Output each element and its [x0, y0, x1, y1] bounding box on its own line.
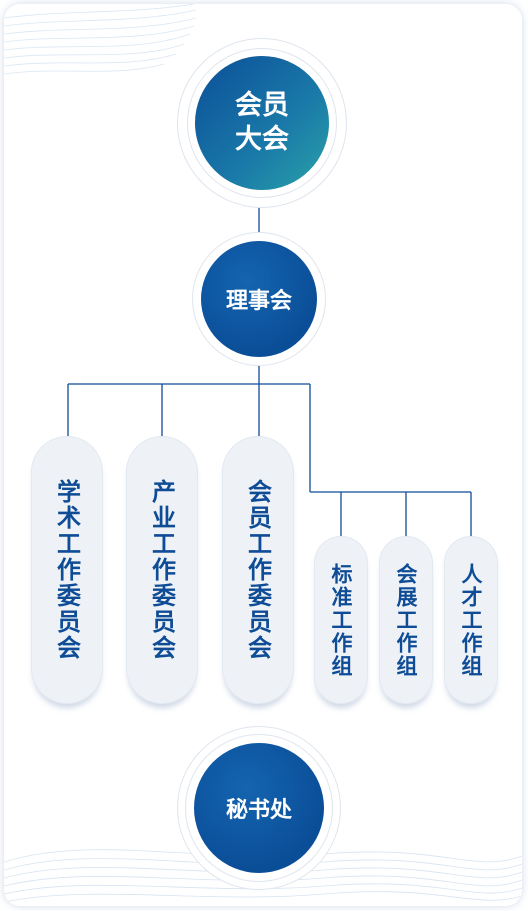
council-label: 理事会 — [225, 289, 292, 314]
decorative-waves — [4, 4, 522, 903]
secretariat-node: 秘书处 — [194, 743, 324, 873]
committee-academic-label: 学术工作委员会 — [52, 479, 81, 661]
general-assembly-line2: 大会 — [235, 124, 289, 155]
group-talent: 人才工作组 — [444, 536, 498, 704]
general-assembly-node: 会员 大会 — [195, 56, 329, 190]
council-node: 理事会 — [201, 241, 317, 357]
group-talent-label: 人才工作组 — [459, 562, 483, 678]
committee-industry-label: 产业工作委员会 — [147, 479, 176, 661]
group-exhibition: 会展工作组 — [379, 536, 433, 704]
general-assembly-line1: 会员 — [235, 90, 289, 121]
committee-membership: 会员工作委员会 — [222, 436, 294, 704]
committee-academic: 学术工作委员会 — [31, 436, 103, 704]
group-standards: 标准工作组 — [314, 536, 368, 704]
group-exhibition-label: 会展工作组 — [394, 562, 418, 678]
committee-industry: 产业工作委员会 — [126, 436, 198, 704]
secretariat-label: 秘书处 — [225, 798, 292, 823]
connector-lines — [67, 208, 472, 536]
group-standards-label: 标准工作组 — [329, 562, 353, 678]
committee-membership-label: 会员工作委员会 — [243, 479, 272, 661]
org-chart-card: 会员 大会 理事会 学术工作委员会 产业工作委员会 会员工作委员会 标准工作组 … — [4, 4, 522, 906]
